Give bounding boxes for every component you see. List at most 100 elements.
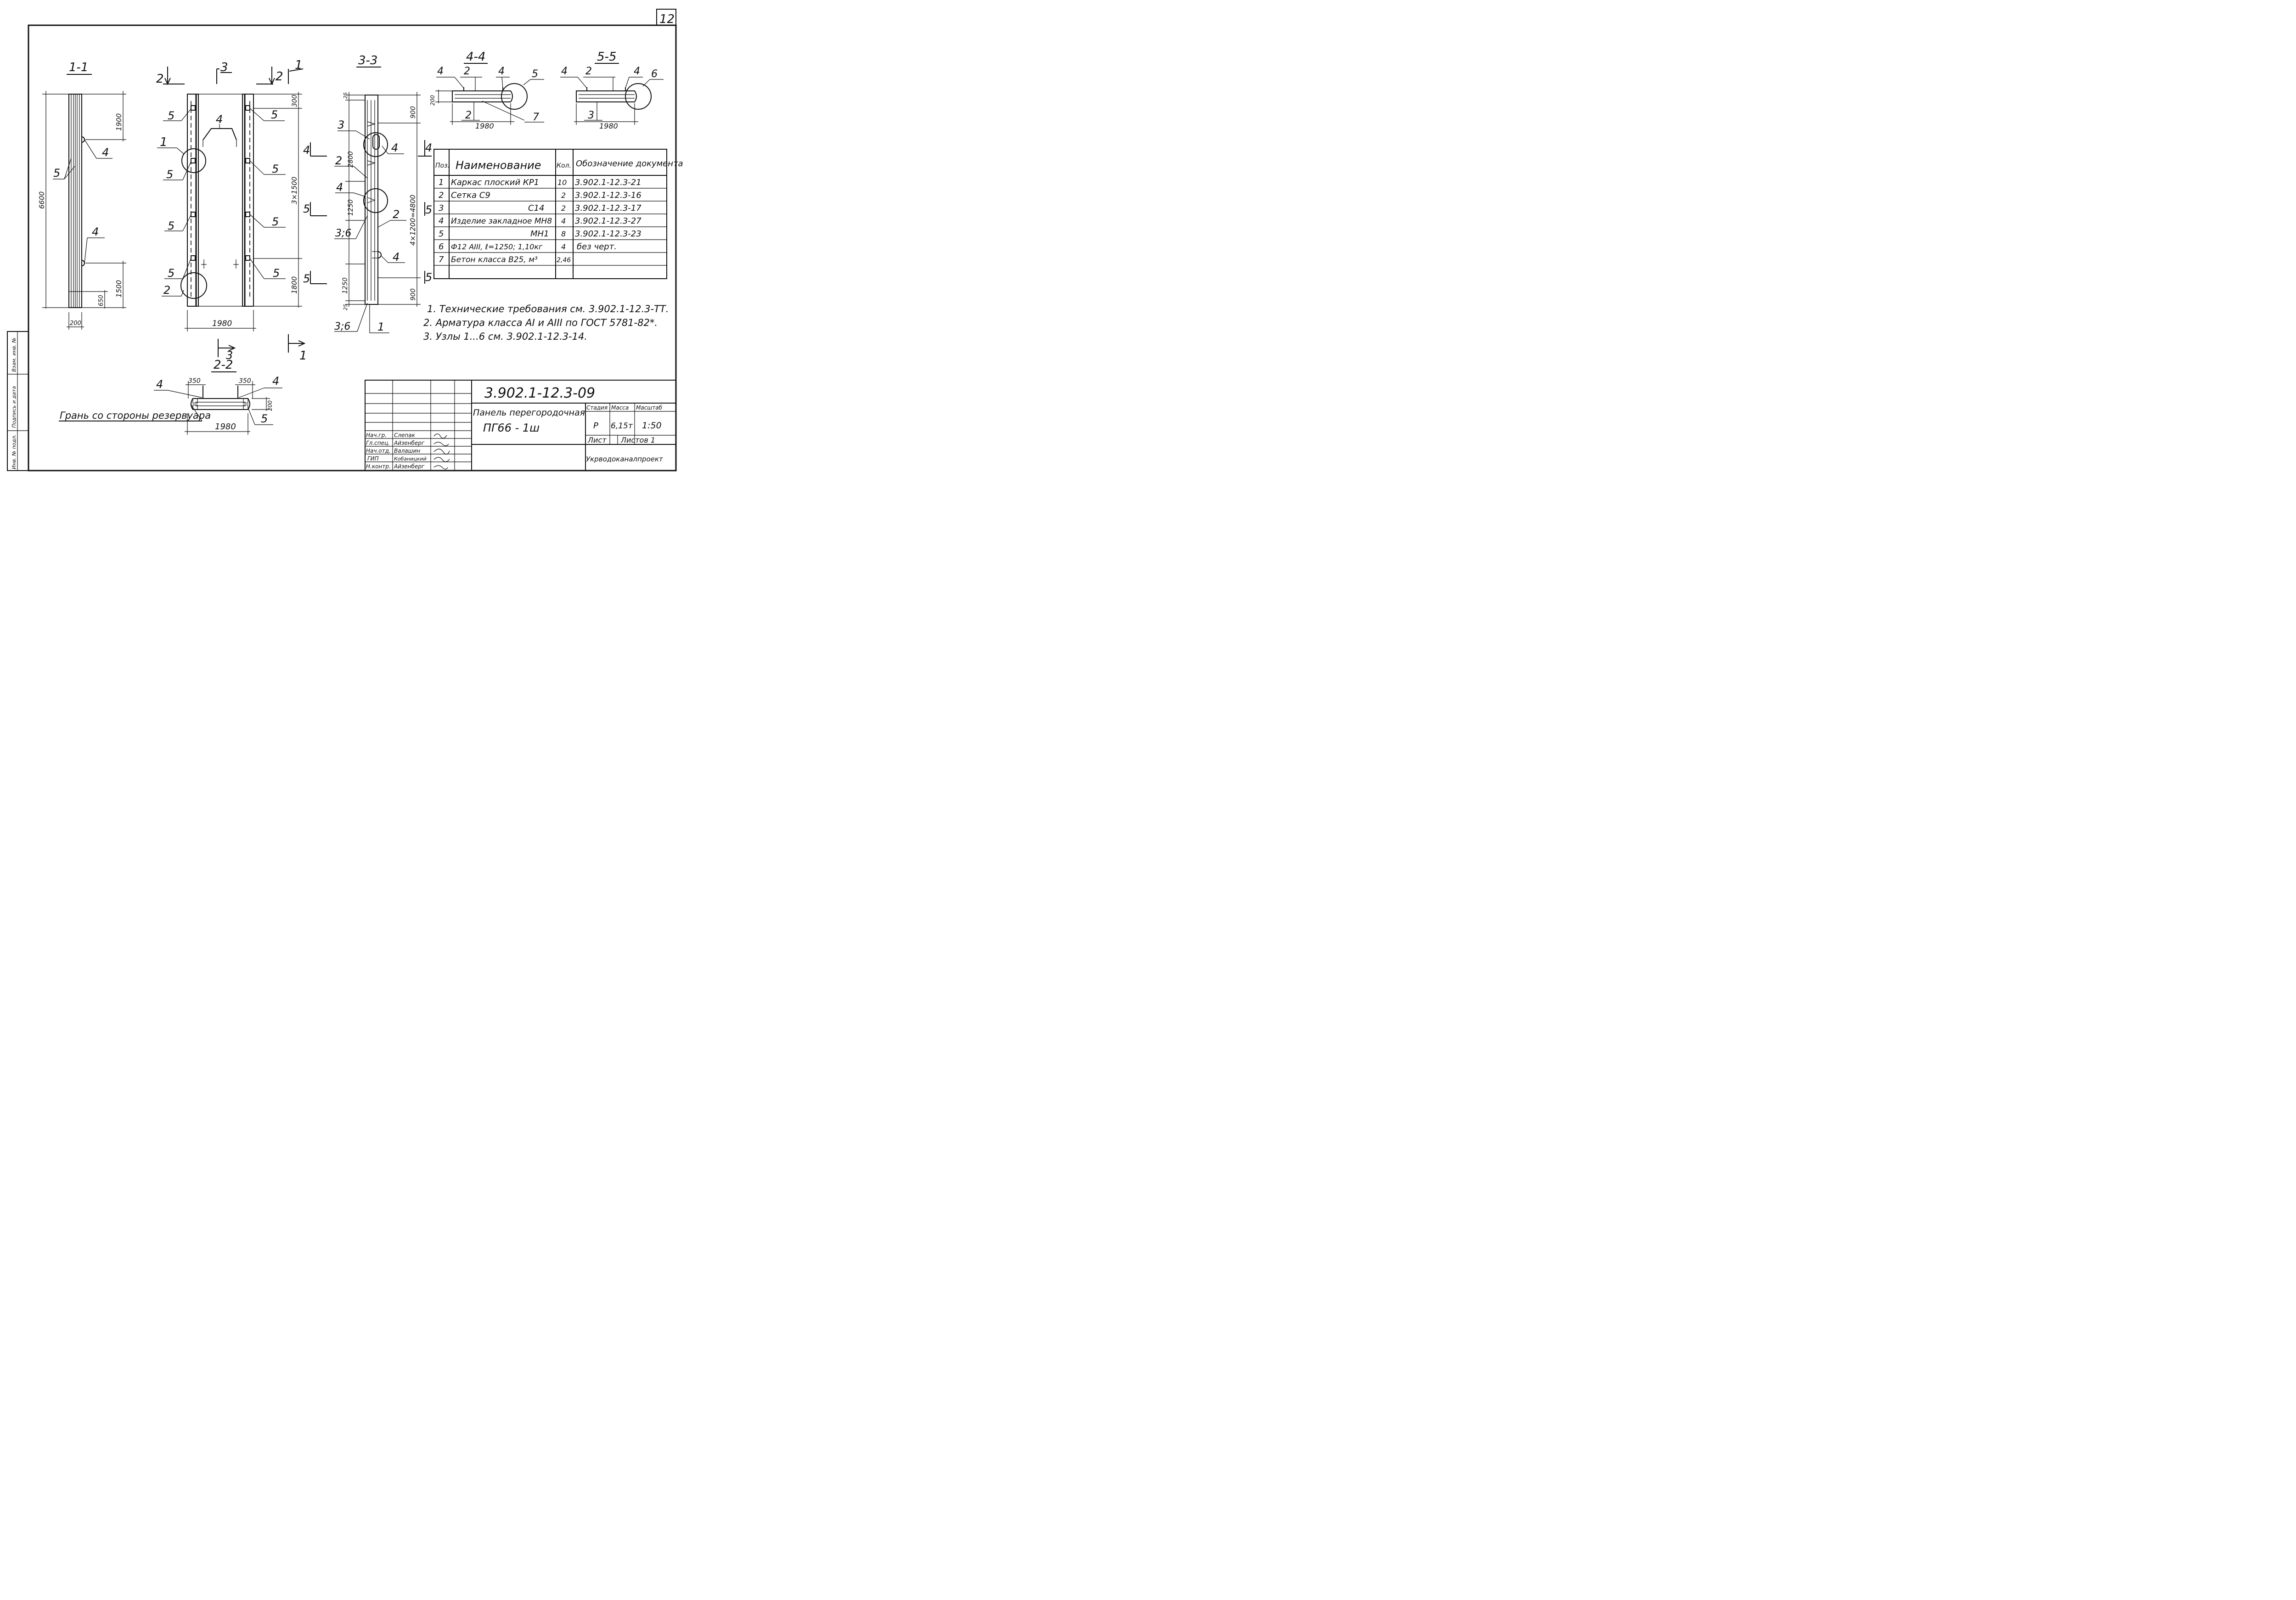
stamp-replace-label: Взам. инв. № — [11, 337, 17, 372]
stamp-sign-label: Подпись и дата — [11, 386, 17, 428]
dim-4x1200: 4×1200=4800 — [409, 195, 417, 246]
section-2-2-marker-c: 5 — [261, 412, 268, 425]
note-2: 2. Арматура класса АI и АIII по ГОСТ 578… — [423, 317, 658, 328]
section-1-1-marker-4b: 4 — [92, 225, 99, 238]
cut-2-right: 2 — [276, 70, 283, 84]
table-row-6-pos: 6 — [439, 242, 444, 252]
section-1-1-marker-4a: 4 — [102, 146, 109, 159]
staff-name-2: Айзенберг — [394, 440, 425, 446]
section-4-4-marker-f: 7 — [533, 112, 539, 123]
title-scale-value: 1:50 — [642, 421, 662, 431]
dim-650: 650 — [98, 295, 105, 306]
section-3-3-marker-1: 1 — [377, 320, 384, 333]
title-stage-header: Стадия — [586, 404, 608, 411]
table-row-1-qty: 10 — [557, 178, 567, 187]
section-5-5-marker-e: 3 — [588, 110, 594, 121]
elevation-right-5d: 5 — [273, 267, 280, 280]
staff-name-4: Кобаницкий — [394, 456, 427, 462]
title-name-line1: Панель перегородочная — [473, 408, 585, 418]
table-row-7-name: Бетон класса В25, м³ — [451, 255, 538, 264]
sheet-number: 12 — [659, 12, 675, 26]
section-4-4-marker-c: 4 — [498, 66, 505, 77]
dim-900-bottom: 900 — [410, 288, 417, 301]
table-header-doc: Обозначение документа — [576, 159, 683, 168]
spec-table: Поз. Наименование Кол. Обозначение докум… — [433, 149, 683, 279]
table-row-2-name: Сетка С9 — [451, 191, 490, 200]
section-3-3-marker-3: 3 — [338, 118, 344, 131]
section-4-4-dim-200: 200 — [429, 95, 436, 106]
dim-25-top: 25 — [343, 92, 349, 99]
elevation-left-5c: 5 — [168, 219, 174, 232]
cut-5-right-b: 5 — [425, 271, 432, 284]
note-1: 1. Технические требования см. 3.902.1-12… — [427, 303, 669, 314]
elevation-left-2: 2 — [163, 284, 170, 297]
cut-5-right-a: 5 — [425, 203, 432, 216]
dim-6600: 6600 — [38, 191, 46, 209]
title-mass-header: Масса — [611, 404, 629, 411]
section-5-5-marker-b: 2 — [585, 66, 592, 77]
cut-1-bottom: 1 — [299, 349, 307, 363]
section-2-2-marker-a: 4 — [156, 378, 163, 391]
sheet-frame: 12 — [28, 9, 677, 472]
reservoir-face-label: Грань со стороны резервуара — [60, 410, 211, 421]
staff-name-3: Валашин — [394, 448, 420, 454]
table-row-6-name: Ф12 АIII, ℓ=1250; 1,10кг — [451, 242, 543, 251]
cut-5-mark-a: 5 — [303, 202, 310, 215]
section-3-3-marker-36b: 3;6 — [334, 321, 350, 332]
table-row-5-pos: 5 — [439, 229, 444, 239]
dim-1800: 1800 — [290, 276, 298, 294]
table-row-6-qty: 4 — [561, 242, 566, 251]
section-1-1-title: 1-1 — [69, 61, 88, 74]
section-3-3-title: 3-3 — [358, 54, 377, 67]
title-code: 3.902.1-12.3-09 — [484, 385, 595, 401]
section-4-4-title: 4-4 — [466, 50, 485, 64]
title-block: 3.902.1-12.3-09 Панель перегородочная ПГ… — [365, 380, 676, 471]
title-organization: Укрводоканалпроект — [586, 455, 664, 463]
table-row-2-doc: 3.902.1-12.3-16 — [575, 191, 642, 200]
cut-1-right: 1 — [295, 58, 303, 72]
table-header-pos: Поз. — [435, 162, 450, 169]
title-scale-header: Масштаб — [636, 404, 663, 411]
cut-5-mark-b: 5 — [303, 272, 310, 285]
side-stamp: Инв. № подл. Подпись и дата Взам. инв. № — [7, 331, 29, 471]
panel-elevation: 2 3 2 1 — [156, 58, 327, 363]
table-row-3-pos: 3 — [439, 203, 444, 213]
section-5-5-marker-a: 4 — [561, 66, 568, 77]
cut-3-top: 3 — [220, 61, 228, 74]
table-row-5-name: МН1 — [530, 229, 549, 239]
table-row-3-qty: 2 — [561, 204, 566, 213]
section-2-2-marker-b: 4 — [272, 375, 279, 387]
elevation-right-5c: 5 — [272, 215, 279, 228]
dim-200: 200 — [70, 320, 81, 327]
section-5-5-dim-1980: 1980 — [599, 122, 618, 130]
dim-350-right: 350 — [239, 377, 251, 385]
dim-3x1500: 3×1500 — [290, 177, 298, 204]
table-header-qty: Кол. — [557, 162, 571, 169]
staff-role-4: ГИП — [367, 455, 379, 462]
table-row-4-name: Изделие закладное МН8 — [451, 217, 552, 226]
elevation-left-5d: 5 — [168, 267, 174, 280]
staff-role-5: Н.контр. — [366, 463, 391, 470]
elevation-left-1: 1 — [160, 135, 168, 149]
section-1-1: 1-1 6600 1900 1500 650 200 4 — [38, 61, 126, 330]
staff-role-3: Нач.отд. — [366, 448, 391, 454]
section-4-4-marker-e: 2 — [465, 110, 472, 121]
dim-25-bottom: 25 — [343, 304, 349, 310]
notes: 1. Технические требования см. 3.902.1-12… — [423, 303, 669, 342]
section-3-3-marker-4a: 4 — [336, 181, 343, 194]
elevation-left-5a: 5 — [168, 109, 174, 122]
section-4-4-marker-d: 5 — [532, 68, 538, 80]
table-row-5-doc: 3.902.1-12.3-23 — [575, 229, 642, 239]
section-5-5-marker-d: 6 — [651, 68, 658, 80]
title-name-line2: ПГ66 - 1ш — [483, 421, 540, 434]
table-row-4-pos: 4 — [439, 216, 444, 226]
elevation-right-5a: 5 — [271, 108, 278, 121]
table-row-2-pos: 2 — [439, 191, 444, 200]
staff-name-5: Айзенберг — [394, 463, 425, 470]
cut-4-mark: 4 — [303, 144, 310, 157]
section-1-1-marker-5: 5 — [53, 167, 60, 180]
section-3-3-marker-36a: 3;6 — [335, 228, 351, 239]
section-5-5-title: 5-5 — [597, 50, 616, 64]
dim-350-left: 350 — [188, 377, 201, 385]
section-2-2-title: 2-2 — [214, 358, 233, 372]
